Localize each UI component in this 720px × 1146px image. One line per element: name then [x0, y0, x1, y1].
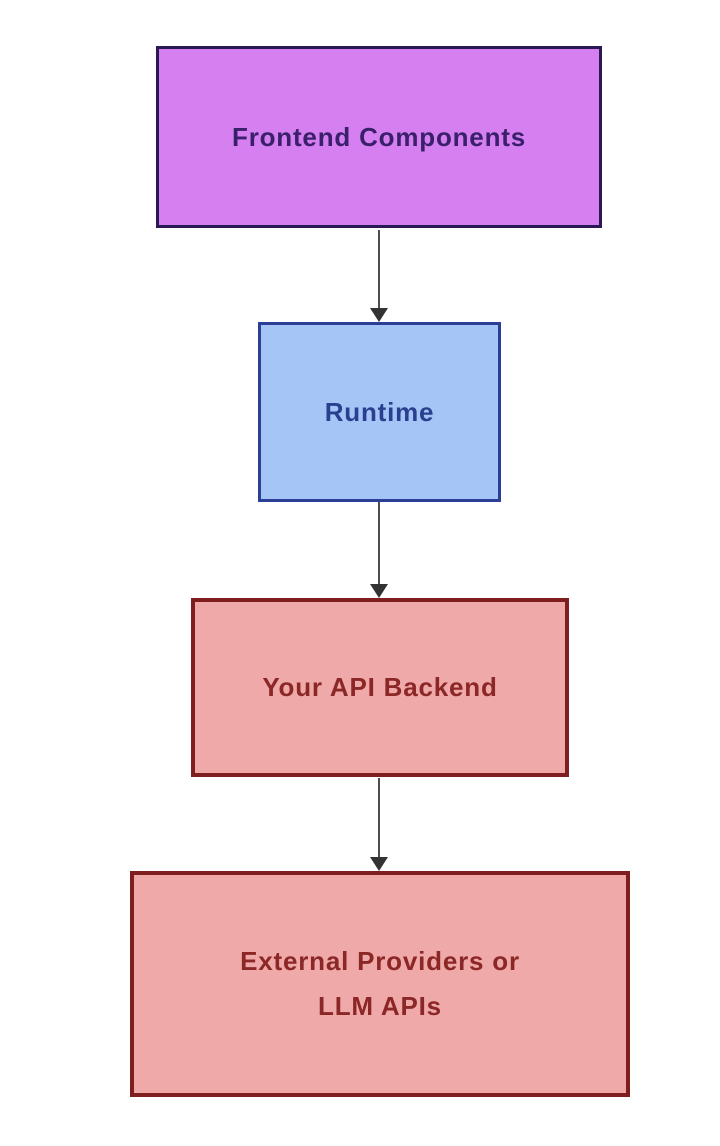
- node-your-api-backend-label: Your API Backend: [262, 672, 498, 702]
- node-runtime: Runtime: [258, 322, 501, 502]
- node-frontend-components-label: Frontend Components: [232, 121, 526, 152]
- arrow-head-down-icon: [370, 857, 388, 871]
- node-runtime-label: Runtime: [324, 396, 435, 427]
- arrow-line: [378, 502, 380, 584]
- node-external-providers-label-line2: LLM APIs: [318, 991, 442, 1021]
- arrow-head-down-icon: [370, 308, 388, 322]
- node-external-providers-llm-apis: External Providers or LLM APIs: [130, 871, 630, 1097]
- arrow-frontend-to-runtime: [370, 230, 388, 322]
- arrow-backend-to-external: [370, 778, 388, 871]
- node-external-providers-label-line1: External Providers or: [240, 946, 520, 976]
- arrow-runtime-to-backend: [370, 502, 388, 598]
- node-frontend-components: Frontend Components: [156, 46, 602, 228]
- arrow-line: [378, 778, 380, 857]
- node-your-api-backend: Your API Backend: [191, 598, 569, 777]
- arrow-line: [378, 230, 380, 308]
- arrow-head-down-icon: [370, 584, 388, 598]
